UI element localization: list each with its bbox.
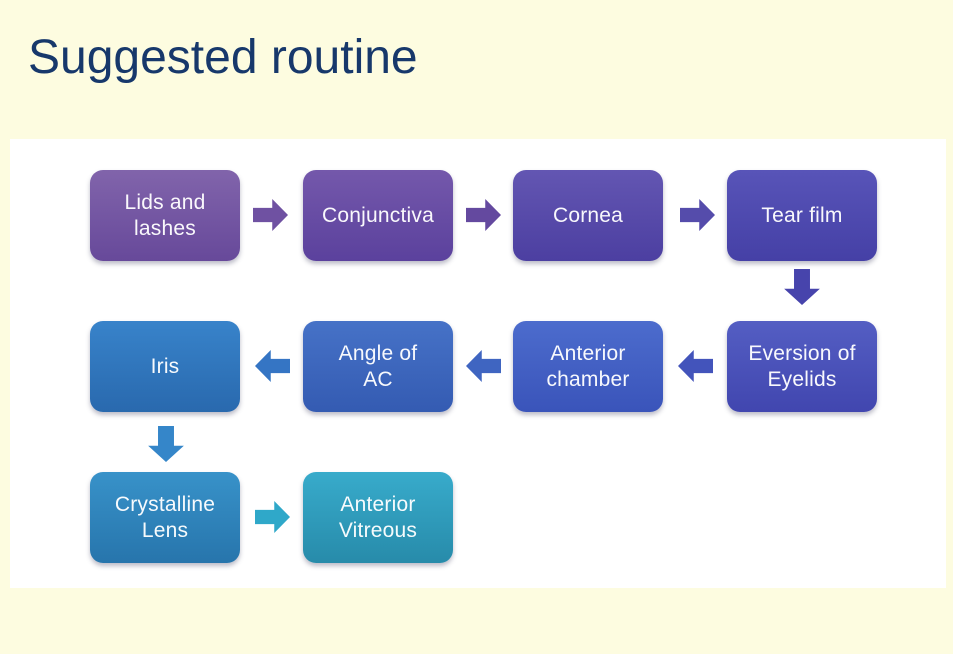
flow-node-eversion-of-eyelids: Eversion of Eyelids — [727, 321, 877, 412]
diagram-panel: Lids and lashes Conjunctiva Cornea Tear fil… — [10, 139, 946, 588]
flow-node-crystalline-lens: Crystalline Lens — [90, 472, 240, 563]
flow-node-angle-of-ac: Angle of AC — [303, 321, 453, 412]
arrow-left-icon — [255, 350, 290, 382]
arrow-right-icon — [253, 199, 288, 231]
arrow-left-icon — [678, 350, 713, 382]
arrow-right-icon — [466, 199, 501, 231]
flow-node-iris: Iris — [90, 321, 240, 412]
arrow-down-icon — [148, 426, 184, 462]
page-title: Suggested routine — [28, 31, 418, 84]
arrow-right-icon — [680, 199, 715, 231]
arrow-down-icon — [784, 269, 820, 305]
flow-node-tear-film: Tear film — [727, 170, 877, 261]
flow-node-conjunctiva: Conjunctiva — [303, 170, 453, 261]
flow-node-cornea: Cornea — [513, 170, 663, 261]
flow-node-anterior-chamber: Anterior chamber — [513, 321, 663, 412]
flow-node-anterior-vitreous: Anterior Vitreous — [303, 472, 453, 563]
arrow-right-icon — [255, 501, 290, 533]
flow-node-lids-and-lashes: Lids and lashes — [90, 170, 240, 261]
arrow-left-icon — [466, 350, 501, 382]
